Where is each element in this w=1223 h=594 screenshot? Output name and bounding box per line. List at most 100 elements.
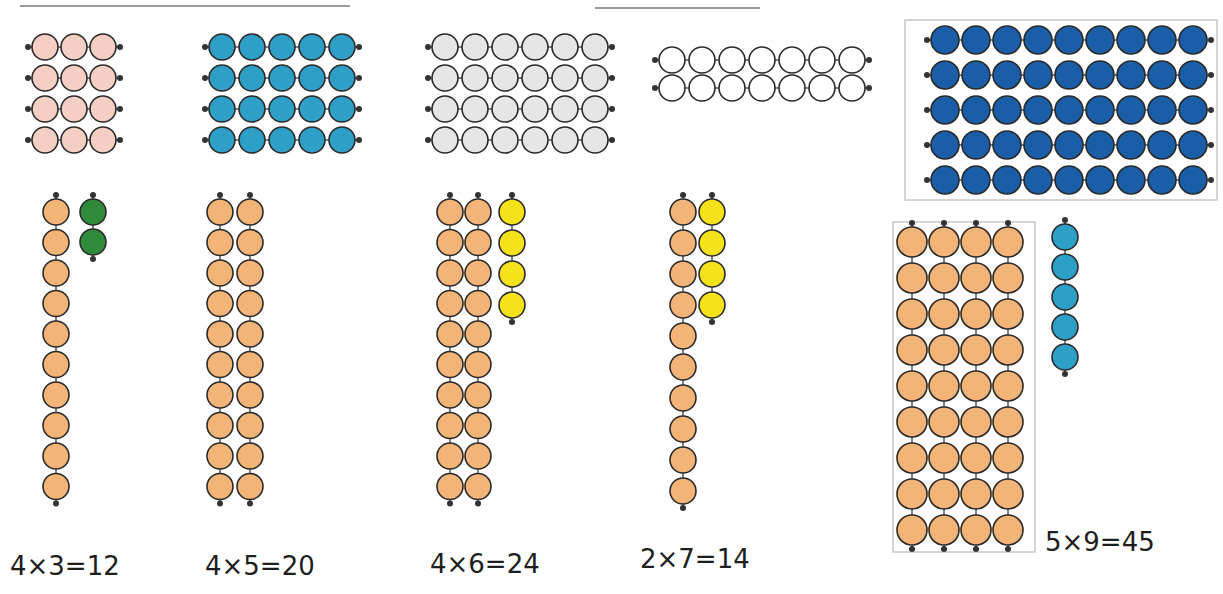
bead-bar <box>652 47 872 73</box>
bead <box>43 260 69 286</box>
bead-bar <box>465 192 491 507</box>
bead <box>699 292 725 318</box>
bead <box>961 515 991 545</box>
wire-end <box>509 192 515 198</box>
bead <box>993 407 1023 437</box>
bead <box>689 75 715 101</box>
bead <box>961 479 991 509</box>
bead <box>492 96 518 122</box>
bead-bar <box>43 192 69 507</box>
wire-end <box>117 106 123 112</box>
bead <box>207 352 233 378</box>
bead-bar <box>25 96 123 122</box>
bead <box>839 47 865 73</box>
bead <box>432 65 458 91</box>
bead-bar <box>425 65 615 91</box>
bead <box>929 335 959 365</box>
bead <box>897 479 927 509</box>
bead <box>670 261 696 287</box>
bead <box>931 96 959 124</box>
bead <box>779 75 805 101</box>
bead <box>207 474 233 500</box>
bead <box>1055 166 1083 194</box>
wire-end <box>680 505 686 511</box>
bead <box>237 443 263 469</box>
bead <box>209 65 235 91</box>
wire-end <box>217 192 223 198</box>
bead <box>465 474 491 500</box>
wire-end <box>680 192 686 198</box>
bead <box>1086 96 1114 124</box>
bead-bar <box>425 34 615 60</box>
bead <box>1052 254 1078 280</box>
bead <box>552 127 578 153</box>
bead <box>961 227 991 257</box>
bead <box>993 227 1023 257</box>
bead <box>931 26 959 54</box>
card-backing <box>905 20 1217 200</box>
bead <box>670 416 696 442</box>
bead-bar <box>897 220 927 552</box>
wire-end <box>447 192 453 198</box>
bead <box>492 34 518 60</box>
wire-end <box>475 501 481 507</box>
wire-end <box>425 44 431 50</box>
bead <box>931 131 959 159</box>
bead <box>239 96 265 122</box>
equation-label: 4×3=12 <box>10 552 120 581</box>
bead-bar <box>202 96 362 122</box>
bead <box>432 96 458 122</box>
bead <box>207 443 233 469</box>
bead <box>670 447 696 473</box>
wire-end <box>709 319 715 325</box>
bead <box>582 127 608 153</box>
bead <box>1086 61 1114 89</box>
bead <box>462 127 488 153</box>
bead <box>90 127 116 153</box>
wire-end <box>356 137 362 143</box>
bead <box>462 96 488 122</box>
bead-bar <box>499 192 525 325</box>
wire-end <box>609 106 615 112</box>
wire-end <box>425 75 431 81</box>
bead <box>929 371 959 401</box>
bead-bar <box>924 96 1214 124</box>
bead <box>43 413 69 439</box>
bead <box>492 127 518 153</box>
bead <box>465 321 491 347</box>
equation-label: 2×7=14 <box>640 545 750 574</box>
bead-bar <box>202 65 362 91</box>
bead <box>931 166 959 194</box>
wire-end <box>53 501 59 507</box>
bead <box>719 75 745 101</box>
wire-end <box>1005 220 1011 226</box>
wire-end <box>1208 37 1214 43</box>
bead <box>552 34 578 60</box>
bead <box>670 230 696 256</box>
bead <box>522 96 548 122</box>
wire-end <box>447 501 453 507</box>
bead-bar <box>929 220 959 552</box>
bead <box>237 199 263 225</box>
bead-bar <box>25 127 123 153</box>
bead <box>80 229 106 255</box>
bead <box>1086 166 1114 194</box>
bead <box>1052 344 1078 370</box>
equation-label: 4×5=20 <box>205 552 315 581</box>
bead <box>32 34 58 60</box>
bead <box>897 371 927 401</box>
bead <box>43 474 69 500</box>
bead <box>993 166 1021 194</box>
bead <box>961 335 991 365</box>
wire-end <box>866 85 872 91</box>
wire-end <box>709 192 715 198</box>
edge-line <box>20 5 350 7</box>
bead <box>61 96 87 122</box>
bead <box>897 443 927 473</box>
bead <box>962 26 990 54</box>
wire-end <box>652 57 658 63</box>
wire-end <box>247 192 253 198</box>
bead <box>1055 96 1083 124</box>
bead-bar <box>699 192 725 325</box>
wire-end <box>202 44 208 50</box>
